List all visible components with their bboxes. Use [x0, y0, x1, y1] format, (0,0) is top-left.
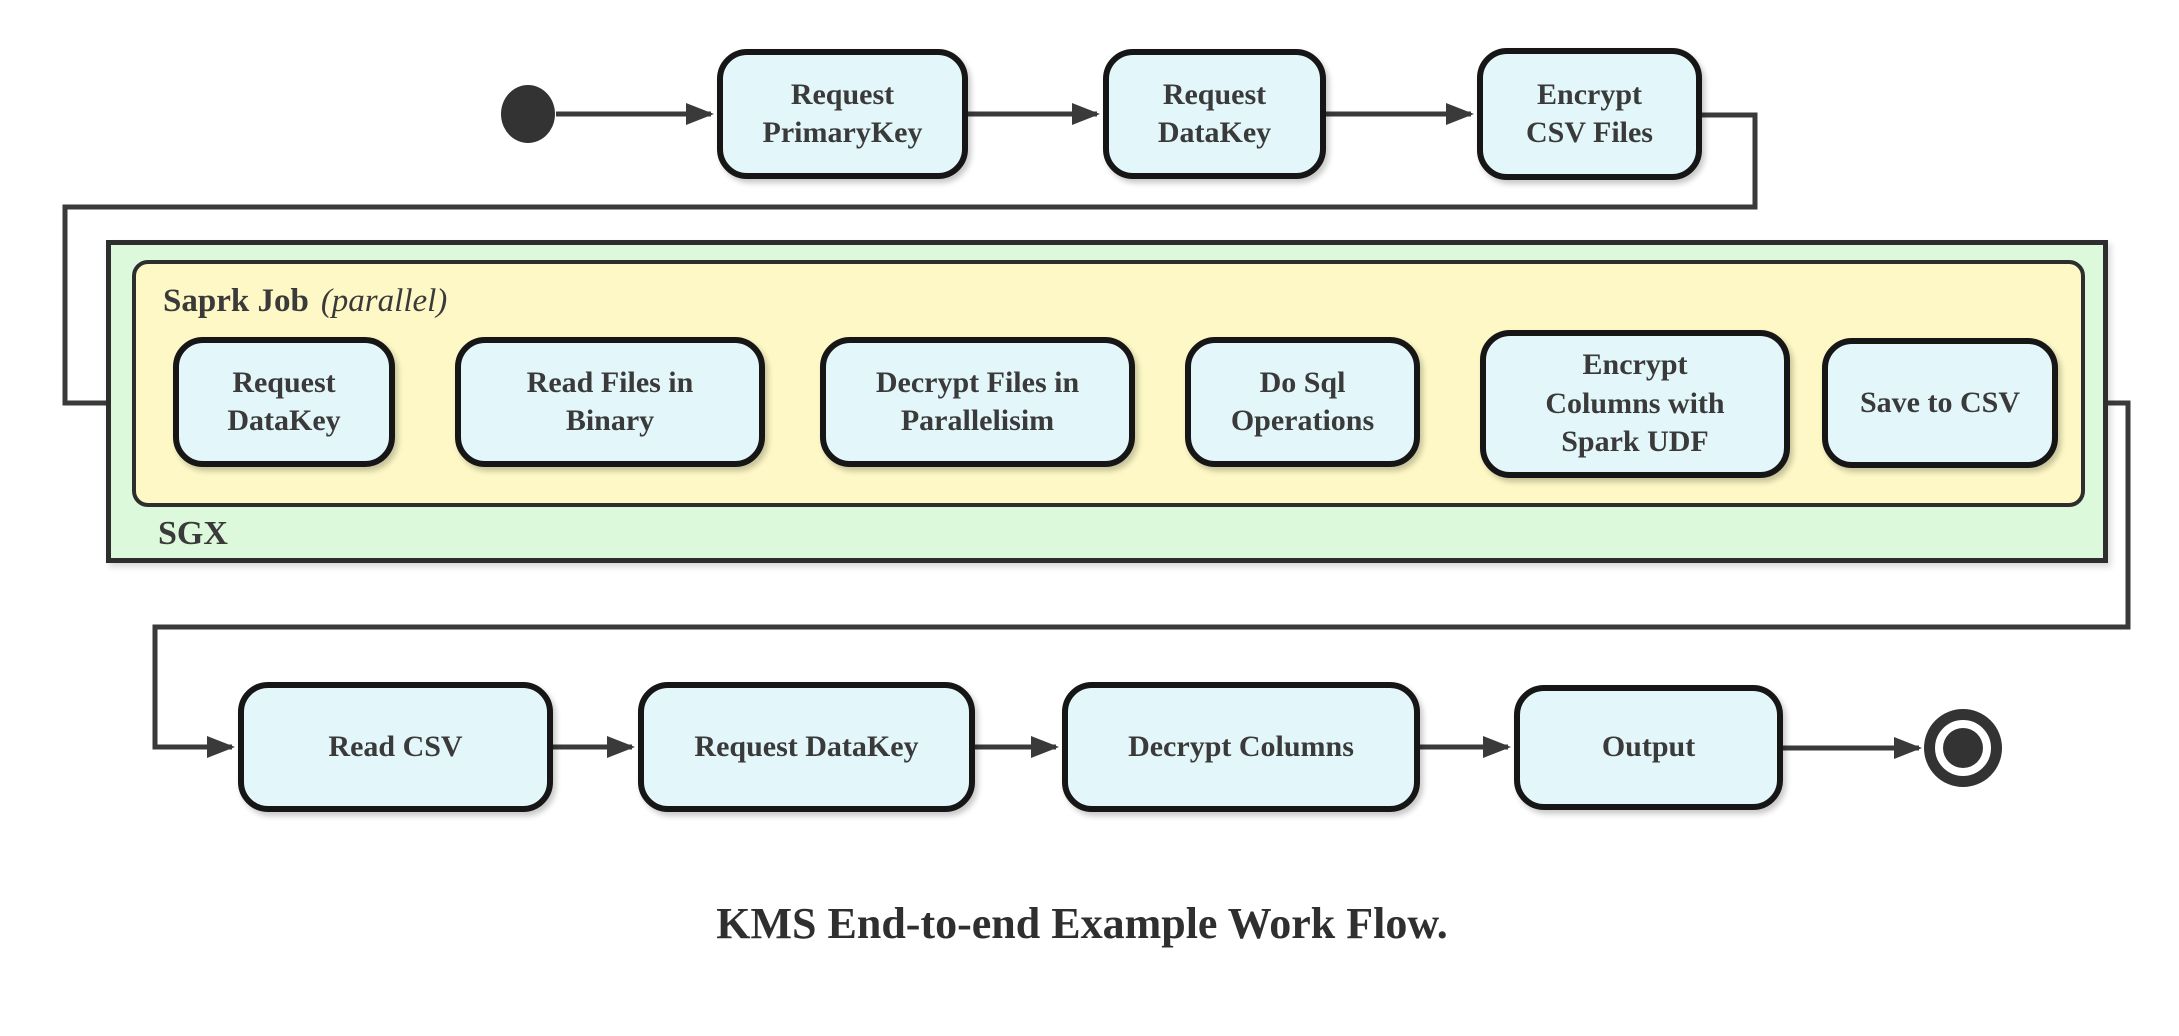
- node-encrypt-csv-files: Encrypt CSV Files: [1477, 48, 1702, 180]
- node-decrypt-columns: Decrypt Columns: [1062, 682, 1420, 812]
- connector-save-csv-to-read-csv: [152, 400, 2131, 758]
- node-decrypt-files-in-parallelisim: Decrypt Files in Parallelisim: [820, 337, 1135, 467]
- spark-job-label-parallel: (parallel): [320, 283, 448, 319]
- node-read-files-in-binary: Read Files in Binary: [455, 337, 765, 467]
- node-encrypt-columns-with-spark-udf: Encrypt Columns with Spark UDF: [1480, 330, 1790, 478]
- node-save-to-csv: Save to CSV: [1822, 338, 2058, 468]
- sgx-label: SGX: [158, 515, 228, 552]
- node-read-csv: Read CSV: [238, 682, 553, 812]
- spark-job-label: Saprk Job (parallel): [163, 283, 447, 320]
- start-state-icon: [501, 85, 555, 143]
- node-request-datakey-bottom: Request DataKey: [638, 682, 975, 812]
- connector-encrypt-csv-to-sgx-request-datakey: [62, 112, 1758, 414]
- node-do-sql-operations: Do Sql Operations: [1185, 337, 1420, 467]
- node-request-datakey-top: Request DataKey: [1103, 49, 1326, 179]
- node-request-primarykey: Request PrimaryKey: [717, 49, 968, 179]
- end-state-icon: [1924, 709, 2002, 787]
- diagram-caption: KMS End-to-end Example Work Flow.: [716, 899, 1448, 948]
- spark-job-label-bold: Saprk Job: [163, 283, 309, 319]
- end-state-inner-dot: [1943, 728, 1983, 768]
- node-output: Output: [1514, 685, 1783, 810]
- node-sgx-request-datakey: Request DataKey: [173, 337, 395, 467]
